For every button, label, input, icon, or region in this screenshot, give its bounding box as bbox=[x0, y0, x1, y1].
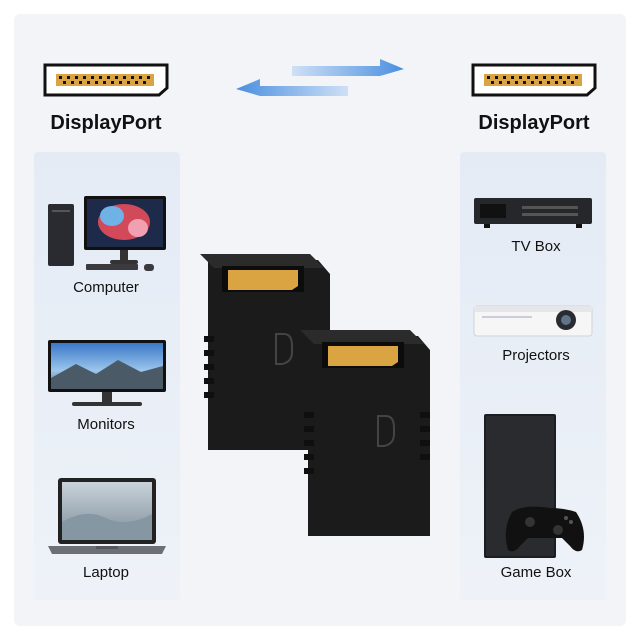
device-label-tv-box: TV Box bbox=[511, 238, 561, 255]
left-title: DisplayPort bbox=[50, 112, 162, 134]
device-label-game-box: Game Box bbox=[500, 564, 572, 581]
bidirectional-arrows-icon bbox=[230, 56, 410, 106]
displayport-adapter-icon bbox=[298, 316, 434, 551]
game-console-icon bbox=[472, 412, 594, 567]
displayport-connector-icon bbox=[42, 62, 170, 98]
displayport-connector-icon bbox=[470, 62, 598, 98]
laptop-icon bbox=[46, 474, 168, 565]
device-label-monitors: Monitors bbox=[77, 416, 135, 433]
tv-box-icon bbox=[472, 194, 594, 237]
desktop-computer-icon bbox=[46, 192, 168, 279]
device-label-computer: Computer bbox=[73, 279, 139, 296]
projector-icon bbox=[472, 300, 594, 347]
device-label-projectors: Projectors bbox=[502, 347, 570, 364]
monitor-icon bbox=[46, 338, 168, 417]
device-label-laptop: Laptop bbox=[83, 564, 129, 581]
displayport-adapter-icon bbox=[198, 240, 334, 465]
right-title: DisplayPort bbox=[478, 112, 590, 134]
